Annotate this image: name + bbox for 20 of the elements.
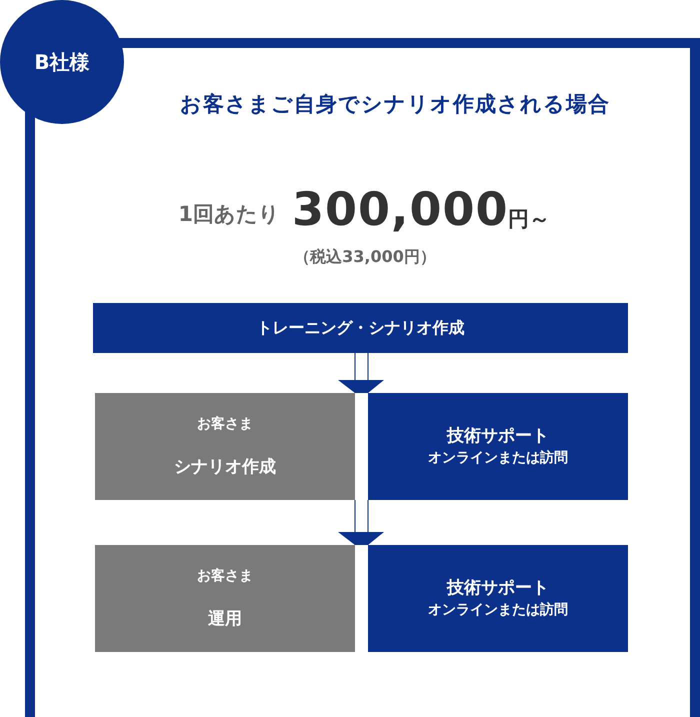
- heading: お客さまご自身でシナリオ作成される場合: [179, 91, 611, 118]
- price-unit: 円～: [508, 206, 550, 233]
- node-text: シナリオ作成: [174, 456, 276, 478]
- node-text: 技術サポート: [447, 425, 549, 448]
- node-text: お客さま: [197, 415, 253, 434]
- node-text: お客さま: [197, 567, 253, 586]
- node-text: オンラインまたは訪問: [428, 449, 568, 468]
- node-text: 運用: [208, 608, 242, 630]
- node-text: 技術サポート: [447, 577, 549, 600]
- node-text: オンラインまたは訪問: [428, 601, 568, 620]
- node-text: トレーニング・シナリオ作成: [256, 318, 464, 338]
- support-box: [368, 393, 628, 500]
- customer-box: [95, 545, 355, 652]
- support-box: [368, 545, 628, 652]
- node-text: B社様: [34, 49, 90, 75]
- price-amount: 300,000: [292, 182, 509, 236]
- step-band: [93, 303, 628, 353]
- price-prefix: 1回あたり: [178, 201, 280, 228]
- tax-note: （税込33,000円）: [293, 247, 437, 268]
- customer-box: [95, 393, 355, 500]
